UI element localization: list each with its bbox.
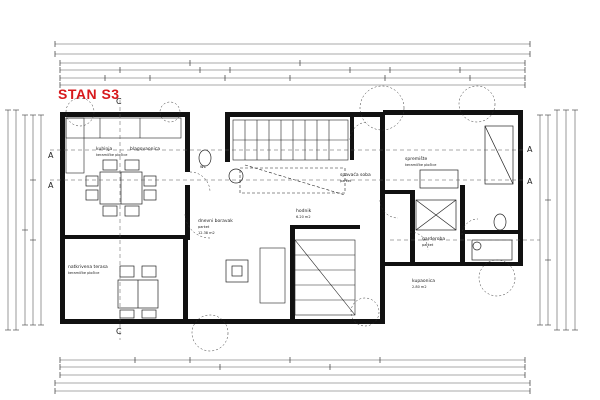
axis-markers: A A A A C C <box>48 97 533 336</box>
room-labels: kuhinja keramičke pločice blagovaonica d… <box>68 146 445 289</box>
top-dimension-lines <box>54 41 531 88</box>
left-dimension-lines <box>5 109 44 331</box>
room-label-bedroom: spavaća soba <box>340 171 371 178</box>
staircase <box>232 119 349 196</box>
room-label-bath: kupaonica <box>412 278 435 284</box>
room-label-dining: blagovaonica <box>130 146 160 152</box>
interior-walls <box>60 112 518 323</box>
room-note-living: parket <box>198 225 210 229</box>
room-label-hall: hodnik <box>296 208 312 214</box>
axis-c-bottom: C <box>116 327 122 336</box>
section-lines <box>50 100 540 340</box>
right-dimension-lines <box>537 109 578 331</box>
room-label-storage: spremište <box>405 155 427 162</box>
room-area-hall: 6.20 m2 <box>296 215 311 219</box>
axis-a-right-2: A <box>527 177 533 186</box>
exterior-walls <box>60 110 523 324</box>
room-label-kitchen: kuhinja <box>96 146 113 152</box>
axis-a-left: A <box>48 181 54 190</box>
axis-a-right: A <box>527 145 533 154</box>
bathroom-fixtures <box>198 125 514 261</box>
living-furniture <box>225 259 249 283</box>
room-note-wardrobe: parket <box>422 243 434 247</box>
room-label-loggia: natkrivena terasa <box>68 264 108 270</box>
room-note-bedroom: parket <box>340 179 352 183</box>
room-area-bath: 2.80 m2 <box>412 285 427 289</box>
door-swings <box>65 85 516 352</box>
room-label-wc: wc <box>200 165 207 170</box>
dining-table <box>85 159 157 217</box>
interior-stair <box>259 239 356 316</box>
plan-title: STAN S3 <box>58 86 120 102</box>
room-label-living: dnevni boravak <box>198 218 233 224</box>
bottom-dimension-lines <box>54 357 531 394</box>
axis-c-top: C <box>116 97 122 106</box>
terrace-table <box>117 265 159 319</box>
room-note-storage: keramičke pločice <box>405 163 436 167</box>
room-area-living: 12.38 m2 <box>198 231 215 235</box>
room-note-loggia: keramičke pločice <box>68 271 99 275</box>
kitchen-counter <box>65 117 182 174</box>
axis-a-top: A <box>48 151 54 160</box>
room-label-wardrobe: garderoba <box>422 236 445 242</box>
room-note-kitchen: keramičke pločice <box>96 153 127 157</box>
